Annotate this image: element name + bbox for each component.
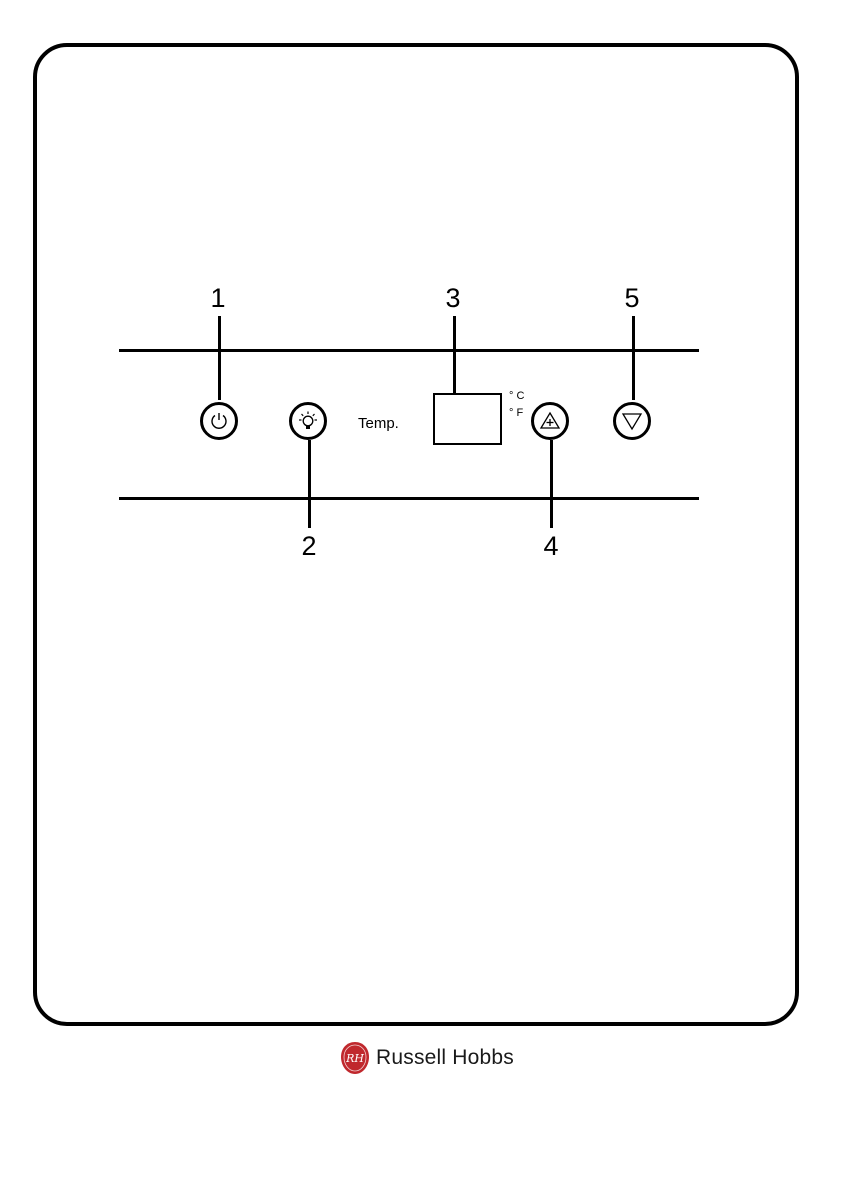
temperature-display (433, 393, 502, 445)
callout-1: 1 (203, 285, 233, 312)
light-bulb-icon (296, 409, 320, 433)
callout-3: 3 (438, 285, 468, 312)
panel-frame (33, 43, 799, 1026)
temperature-up-button[interactable] (531, 402, 569, 440)
brand-logo: RH Russell Hobbs (340, 1040, 514, 1076)
unit-celsius: ° C (509, 390, 524, 402)
up-arrow-icon (539, 410, 561, 432)
brand-name: Russell Hobbs (376, 1046, 514, 1070)
panel-top-edge (119, 349, 699, 352)
leader-line-2 (308, 440, 311, 528)
unit-fahrenheit: ° F (509, 407, 523, 419)
power-icon (209, 411, 229, 431)
callout-2: 2 (294, 533, 324, 560)
leader-line-4 (550, 440, 553, 528)
temp-label: Temp. (358, 416, 399, 432)
temperature-down-button[interactable] (613, 402, 651, 440)
leader-line-5 (632, 316, 635, 400)
leader-line-3 (453, 316, 456, 394)
panel-bottom-edge (119, 497, 699, 500)
down-arrow-icon (621, 410, 643, 432)
callout-5: 5 (617, 285, 647, 312)
callout-4: 4 (536, 533, 566, 560)
leader-line-1 (218, 316, 221, 400)
light-button[interactable] (289, 402, 327, 440)
power-button[interactable] (200, 402, 238, 440)
russell-hobbs-logo-icon: RH (340, 1041, 370, 1075)
svg-text:RH: RH (345, 1052, 364, 1065)
